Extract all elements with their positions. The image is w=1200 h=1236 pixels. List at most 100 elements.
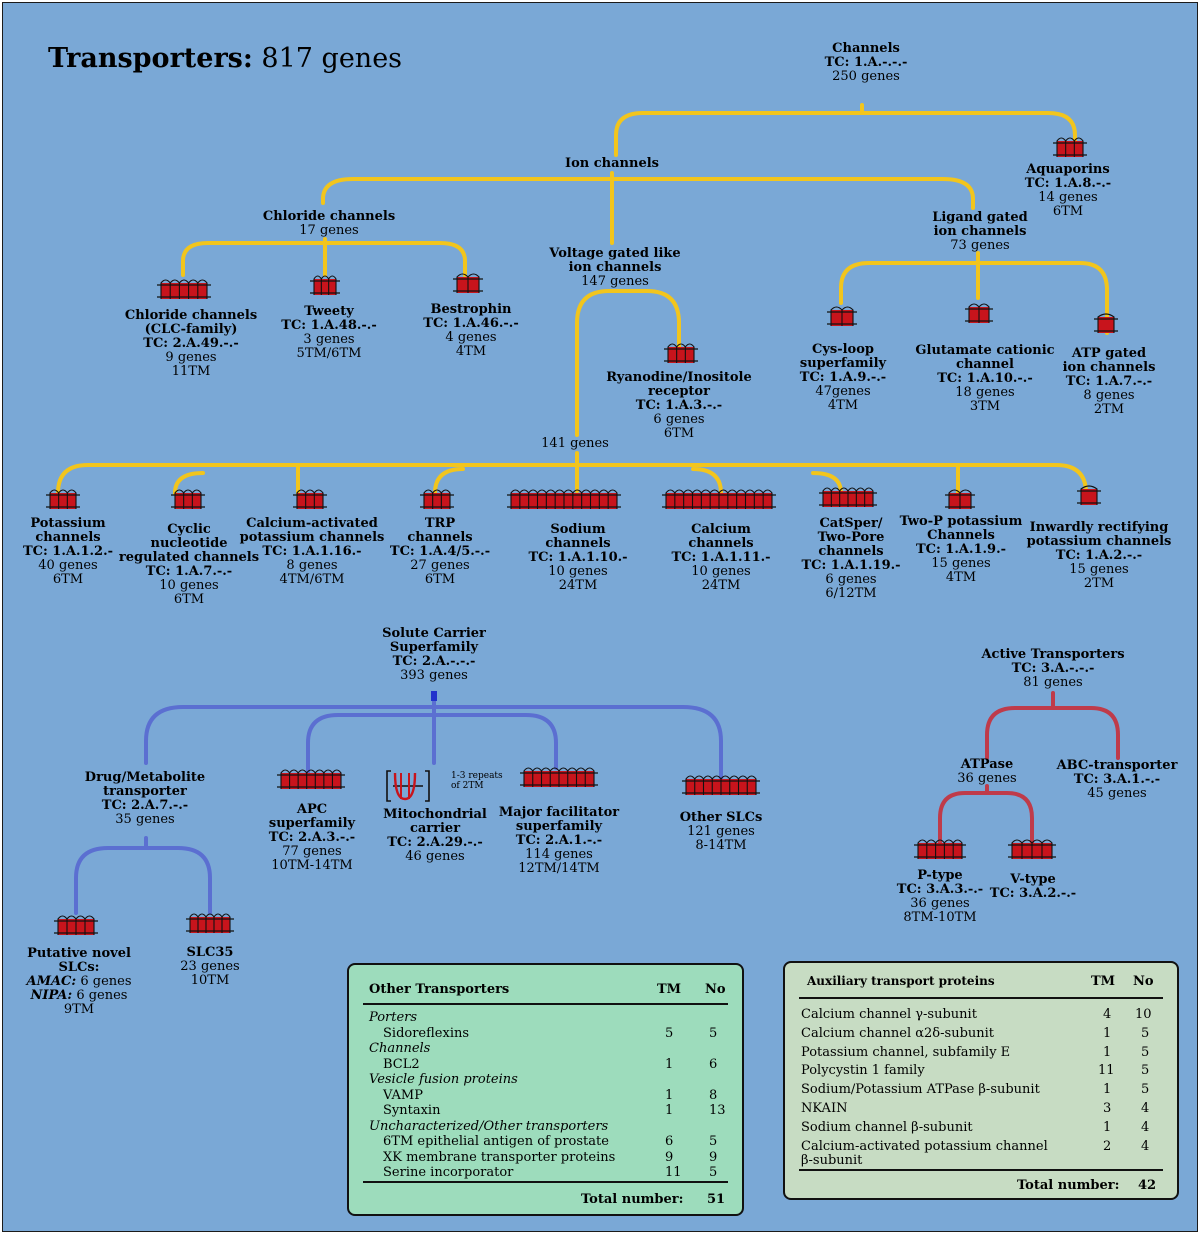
apc-helix-icon: [277, 769, 345, 801]
auxiliary-header: Auxiliary transport proteins TM No: [807, 974, 1154, 989]
row-label: Porters: [369, 1010, 418, 1025]
row-count: 10: [1135, 1007, 1152, 1022]
auxiliary-total: Total number: 42: [1017, 1178, 1157, 1193]
row-count: 8: [709, 1087, 718, 1103]
row-label: Serine incorporator: [383, 1165, 514, 1180]
row-label: Uncharacterized/Other transporters: [369, 1118, 609, 1134]
row-tm: 1: [665, 1056, 674, 1072]
table-row: Syntaxin 1 13: [349, 1103, 742, 1118]
row-label: Calcium channel γ-subunit: [801, 1007, 977, 1022]
slc-root-marker: [431, 691, 437, 701]
aquaporin-helix-icon: [1053, 137, 1087, 169]
row-label: VAMP: [383, 1087, 423, 1103]
slc35-helix-icon: [186, 913, 234, 945]
row-count: 4: [1141, 1138, 1150, 1154]
calcium-activated-k-helix-icon: [293, 489, 327, 521]
mfs-helix-icon: [520, 767, 598, 799]
cyclic-nucleotide-helix-icon: [171, 489, 205, 521]
other-slcs-helix-icon: [682, 775, 760, 807]
row-label: Vesicle fusion proteins: [369, 1072, 518, 1087]
row-tm: 1: [1103, 1119, 1112, 1135]
row-tm: 1: [665, 1103, 674, 1118]
row-label: Potassium channel, subfamily E: [801, 1044, 1011, 1060]
row-label: Sodium/Potassium ATPase β-subunit: [801, 1082, 1040, 1098]
auxiliary-proteins-table: Auxiliary transport proteins TM No Calci…: [783, 961, 1179, 1200]
row-label: Syntaxin: [383, 1103, 441, 1118]
edge-ligand-branch: [839, 251, 1109, 335]
row-label: Calcium-activated potassium channel: [801, 1138, 1048, 1154]
node-141-genes: 141 genes: [541, 436, 609, 451]
row-label-continued: β-subunit: [801, 1152, 863, 1168]
row-label: BCL2: [383, 1056, 420, 1072]
row-tm: 6: [665, 1134, 674, 1149]
catsper-helix-icon: [819, 487, 877, 519]
row-count: 5: [1141, 1025, 1150, 1041]
table-group-heading: Porters: [349, 1010, 742, 1025]
node-clc-family: Chloride channels(CLC-family)TC: 2.A.49.…: [124, 308, 258, 379]
total-rule: [799, 1169, 1163, 1171]
row-tm: 3: [1103, 1101, 1112, 1116]
sodium-helix-icon: [507, 489, 621, 521]
row-tm: 9: [665, 1149, 674, 1165]
node-putative-novel: Putative novel SLCs: AMAC: 6 genes NIPA:…: [26, 946, 132, 1017]
tree-edges: [56, 103, 1120, 915]
table-row: Calcium channel γ-subunit 4 10: [785, 1007, 1177, 1022]
p-type-helix-icon: [914, 839, 966, 871]
header-rule: [799, 997, 1163, 999]
trp-helix-icon: [420, 489, 454, 521]
edge-drug-metabolite-branch: [74, 836, 212, 915]
row-tm: 1: [1103, 1025, 1112, 1041]
row-tm: 1: [1103, 1044, 1112, 1060]
edge-voltage-branch: [575, 289, 681, 437]
row-count: 9: [709, 1149, 718, 1165]
row-tm: 5: [665, 1025, 674, 1041]
header-rule: [363, 1003, 728, 1005]
row-label: Sodium channel β-subunit: [801, 1119, 973, 1135]
row-tm: 1: [1103, 1082, 1112, 1098]
row-count: 5: [709, 1165, 718, 1180]
row-count: 5: [1141, 1082, 1150, 1098]
row-tm: 4: [1103, 1007, 1112, 1022]
potassium-helix-icon: [46, 489, 80, 521]
bestrophin-helix-icon: [453, 273, 483, 305]
row-count: 13: [709, 1103, 726, 1118]
edge-chloride-branch: [181, 237, 467, 277]
row-count: 5: [709, 1134, 718, 1149]
v-type-helix-icon: [1008, 839, 1056, 871]
table-row: BCL2 1 6: [349, 1057, 742, 1072]
row-count: 6: [709, 1056, 718, 1072]
